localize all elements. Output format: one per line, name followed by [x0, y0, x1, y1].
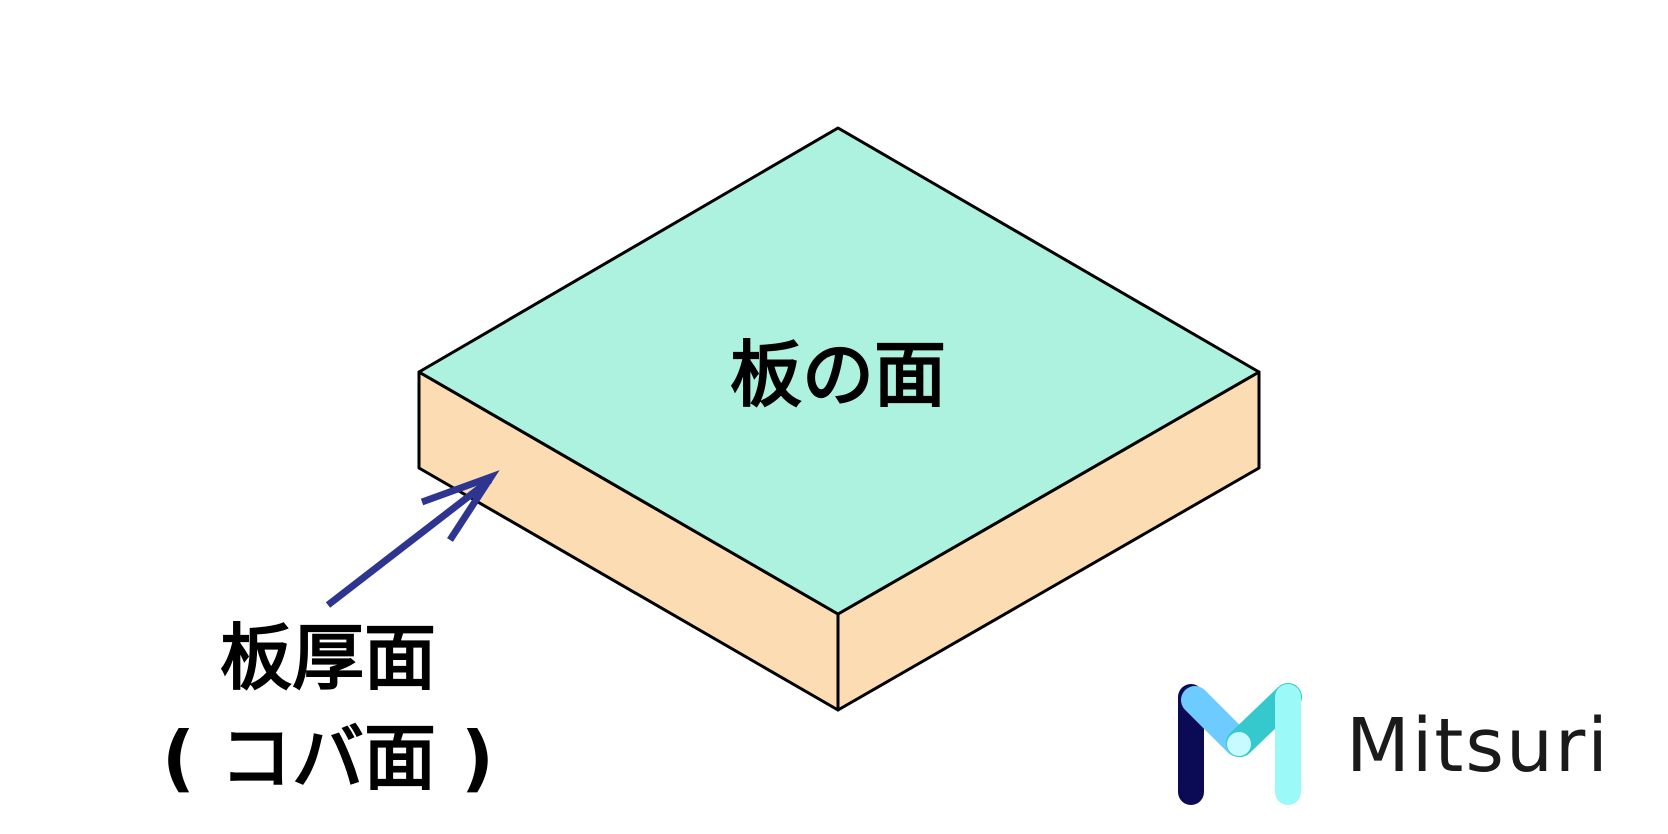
arrow-shaft [325, 477, 493, 608]
edge-face-label-koba: ( コバ面 ) [162, 716, 494, 800]
arrow-head [420, 470, 500, 542]
board-top-face [417, 126, 1261, 616]
brand-name: Mitsuri [1346, 703, 1610, 789]
mitsuri-m-logo-icon [1178, 683, 1302, 805]
logo-center-dot [1227, 732, 1251, 756]
pointer-arrow [325, 470, 500, 608]
edge-face-label: 板厚面 [220, 616, 436, 700]
top-face-label: 板の面 [730, 333, 946, 417]
board-slab [417, 126, 1261, 712]
